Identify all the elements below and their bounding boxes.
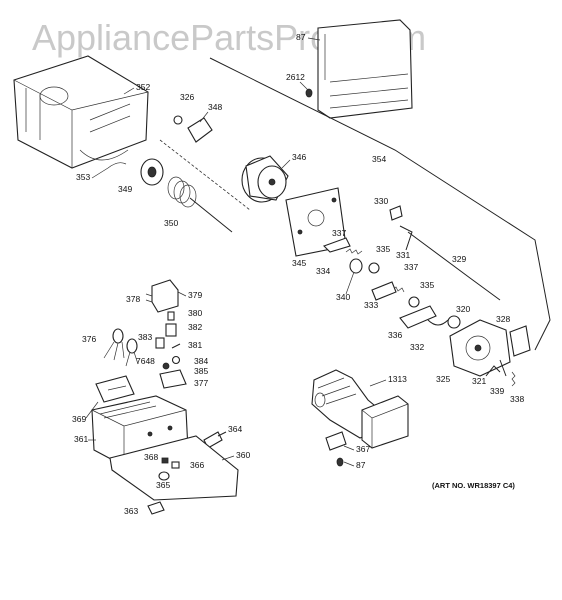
part-87-front-cover[interactable]	[317, 19, 413, 119]
part-320-gear[interactable]	[447, 315, 461, 329]
label-335-lower: 335	[420, 280, 434, 290]
label-385: 385	[194, 366, 208, 376]
label-377: 377	[194, 378, 208, 388]
label-330: 330	[374, 196, 388, 206]
part-329-rod[interactable]	[407, 231, 501, 301]
part-349-coupling[interactable]	[140, 158, 164, 186]
label-320: 320	[456, 304, 470, 314]
label-346: 346	[292, 152, 306, 162]
part-1313-ice-maker[interactable]	[311, 369, 409, 449]
label-361: 361	[74, 434, 88, 444]
label-366: 366	[190, 460, 204, 470]
part-337-spring-upper[interactable]	[345, 248, 363, 255]
part-346-motor[interactable]	[241, 155, 289, 203]
label-326: 326	[180, 92, 194, 102]
part-338-spring[interactable]	[511, 371, 516, 387]
label-331: 331	[396, 250, 410, 260]
label-334: 334	[316, 266, 330, 276]
part-328-cam[interactable]	[509, 325, 531, 357]
part-335-washer-lower[interactable]	[408, 296, 420, 308]
label-350: 350	[164, 218, 178, 228]
part-2612-screw[interactable]	[305, 88, 313, 98]
part-336-lever[interactable]	[399, 305, 437, 329]
label-325: 325	[436, 374, 450, 384]
part-333-link[interactable]	[371, 281, 397, 301]
label-383: 383	[138, 332, 152, 342]
part-340-clip[interactable]	[349, 258, 363, 274]
art-number: (ART NO. WR18397 C4)	[432, 481, 515, 490]
label-382: 382	[188, 322, 202, 332]
part-332-bracket[interactable]	[427, 319, 449, 326]
part-378-valve[interactable]	[145, 279, 179, 313]
label-339: 339	[490, 386, 504, 396]
label-360: 360	[236, 450, 250, 460]
label-333: 333	[364, 300, 378, 310]
label-7648: 7648	[136, 356, 155, 366]
label-87-top: 87	[296, 32, 306, 42]
part-368-screw[interactable]	[161, 457, 169, 464]
label-367: 367	[356, 444, 370, 454]
part-354-rod[interactable]	[209, 57, 551, 351]
part-331-arm[interactable]	[399, 225, 413, 251]
label-384: 384	[194, 356, 208, 366]
part-381-clip[interactable]	[171, 343, 181, 349]
label-352: 352	[136, 82, 150, 92]
label-381: 381	[188, 340, 202, 350]
label-329: 329	[452, 254, 466, 264]
part-352-ice-bucket[interactable]	[13, 55, 149, 169]
label-345: 345	[292, 258, 306, 268]
part-365-grommet[interactable]	[158, 471, 170, 481]
part-377-bracket[interactable]	[159, 369, 187, 389]
part-321-arm[interactable]	[485, 365, 501, 377]
label-335-upper: 335	[376, 244, 390, 254]
label-87-bottom: 87	[356, 460, 366, 470]
label-349: 349	[118, 184, 132, 194]
part-335-washer-upper[interactable]	[368, 262, 380, 274]
label-2612: 2612	[286, 72, 305, 82]
label-369: 369	[72, 414, 86, 424]
part-366-clip[interactable]	[171, 461, 180, 469]
part-385-washer[interactable]	[162, 362, 170, 370]
part-380-screw[interactable]	[167, 311, 175, 321]
part-330-pin[interactable]	[389, 205, 403, 221]
label-340: 340	[336, 292, 350, 302]
label-364: 364	[228, 424, 242, 434]
part-383-fitting[interactable]	[155, 337, 165, 349]
part-339-pin[interactable]	[499, 359, 507, 377]
label-376: 376	[82, 334, 96, 344]
label-337-lower: 337	[404, 262, 418, 272]
part-367-bracket[interactable]	[325, 431, 347, 451]
label-368: 368	[144, 452, 158, 462]
part-376-harness[interactable]	[103, 328, 139, 367]
part-334-lever[interactable]	[323, 237, 351, 253]
label-380: 380	[188, 308, 202, 318]
part-350-auger[interactable]	[167, 176, 233, 233]
label-348: 348	[208, 102, 222, 112]
label-353: 353	[76, 172, 90, 182]
label-1313: 1313	[388, 374, 407, 384]
part-87-screw[interactable]	[336, 457, 344, 467]
label-321: 321	[472, 376, 486, 386]
part-326-nut[interactable]	[173, 115, 183, 125]
label-338: 338	[510, 394, 524, 404]
label-354: 354	[372, 154, 386, 164]
label-336: 336	[388, 330, 402, 340]
label-379: 379	[188, 290, 202, 300]
part-369-switch[interactable]	[95, 375, 135, 403]
label-328: 328	[496, 314, 510, 324]
part-384-nut[interactable]	[171, 355, 181, 365]
part-363-fastener[interactable]	[147, 501, 165, 515]
part-382-sleeve[interactable]	[165, 323, 177, 337]
label-337-upper: 337	[332, 228, 346, 238]
label-365: 365	[156, 480, 170, 490]
label-332: 332	[410, 342, 424, 352]
label-378: 378	[126, 294, 140, 304]
label-363: 363	[124, 506, 138, 516]
part-325-solenoid[interactable]	[449, 319, 511, 377]
part-348-bracket[interactable]	[187, 117, 213, 143]
